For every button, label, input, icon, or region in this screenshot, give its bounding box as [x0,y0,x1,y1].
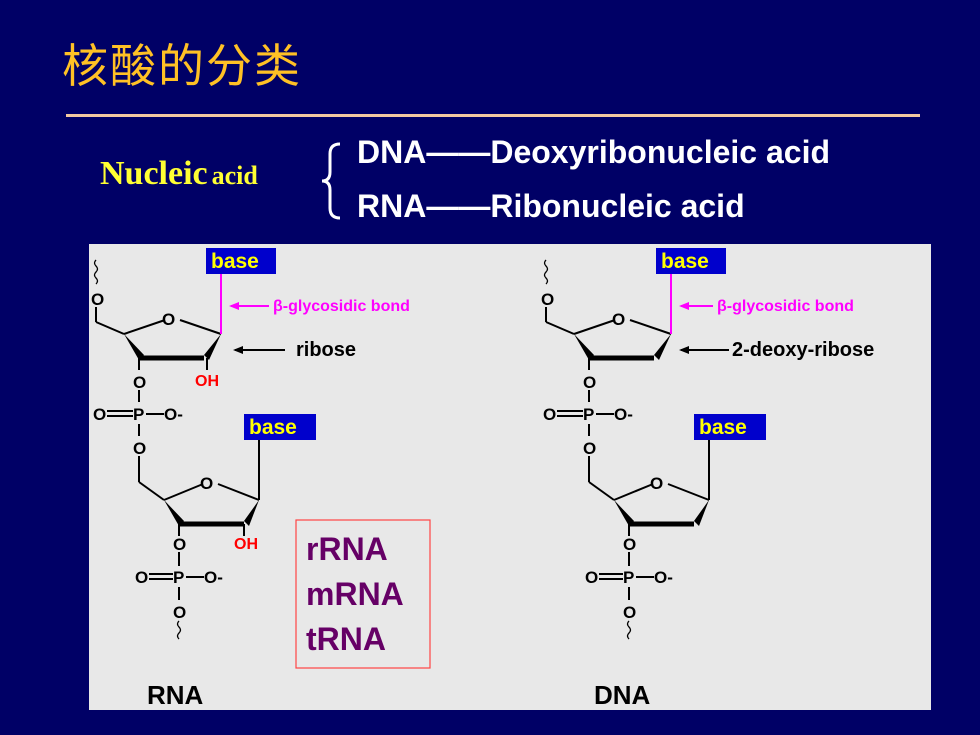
atom-o: O [623,535,636,554]
ring-o: O [612,310,625,329]
ring-o: O [162,310,175,329]
rna-dash: —— [426,188,491,224]
rna-types-box: rRNA mRNA tRNA [295,519,431,669]
oh-label: OH [195,373,219,390]
structure-panel: O O OH base β-glycosidic bond ribose O [89,244,931,710]
dna-definition: DNA——Deoxyribonucleic acid [357,134,830,171]
atom-o-minus: O- [654,568,673,587]
base-box [206,248,276,274]
wavy-bond-icon [93,259,99,285]
nucleic-acid-label: Nucleic acid [100,155,258,193]
rna-caption: RNA [147,680,204,710]
dna-dash: —— [426,134,491,170]
nucleic-word: Nucleic [100,155,208,192]
ring-o: O [650,474,663,493]
deoxyribose-label: 2-deoxy-ribose [732,339,874,361]
base-label: base [699,416,747,439]
wavy-bond-icon [626,620,632,640]
rna-type-rrna: rRNA [306,531,388,567]
rna-abbr: RNA [357,188,427,224]
base-box [656,248,726,274]
atom-o: O [543,405,556,424]
atom-o: O [93,405,106,424]
atom-p: P [623,568,634,587]
atom-o: O [623,603,636,622]
ring-o: O [200,474,213,493]
rna-definition: RNA——Ribonucleic acid [357,188,745,225]
acid-word: acid [211,161,258,190]
atom-o: O [585,568,598,587]
atom-o: O [583,373,596,392]
base-label: base [661,250,709,273]
base-box [244,414,316,440]
ribose-label: ribose [296,339,356,361]
glycosidic-label: β-glycosidic bond [717,298,854,315]
dna-abbr: DNA [357,134,427,170]
wavy-bond-icon [543,259,549,285]
atom-o: O [91,290,104,309]
brace-icon [321,142,341,220]
base-label: base [249,416,297,439]
atom-p: P [133,405,144,424]
atom-p: P [173,568,184,587]
base-label: base [211,250,259,273]
atom-o: O [133,373,146,392]
oh-label: OH [234,536,258,553]
atom-o: O [541,290,554,309]
wavy-bond-icon [176,620,182,640]
dna-structure: O O base β-glycosidic bond 2-deoxy-ribos… [541,248,874,710]
rna-type-trna: tRNA [306,621,386,657]
glycosidic-label: β-glycosidic bond [273,298,410,315]
rna-full: Ribonucleic acid [490,188,745,224]
atom-o-minus: O- [614,405,633,424]
atom-o: O [173,535,186,554]
rna-structure: O O OH base β-glycosidic bond ribose O [91,248,410,710]
title-divider [66,114,920,117]
atom-o: O [583,439,596,458]
base-box [694,414,766,440]
atom-o: O [173,603,186,622]
dna-caption: DNA [594,680,651,710]
atom-o-minus: O- [164,405,183,424]
atom-o-minus: O- [204,568,223,587]
rna-type-mrna: mRNA [306,576,404,612]
page-title: 核酸的分类 [62,39,302,93]
dna-full: Deoxyribonucleic acid [490,134,830,170]
structure-diagram: O O OH base β-glycosidic bond ribose O [91,248,874,710]
atom-o: O [135,568,148,587]
atom-o: O [133,439,146,458]
atom-p: P [583,405,594,424]
